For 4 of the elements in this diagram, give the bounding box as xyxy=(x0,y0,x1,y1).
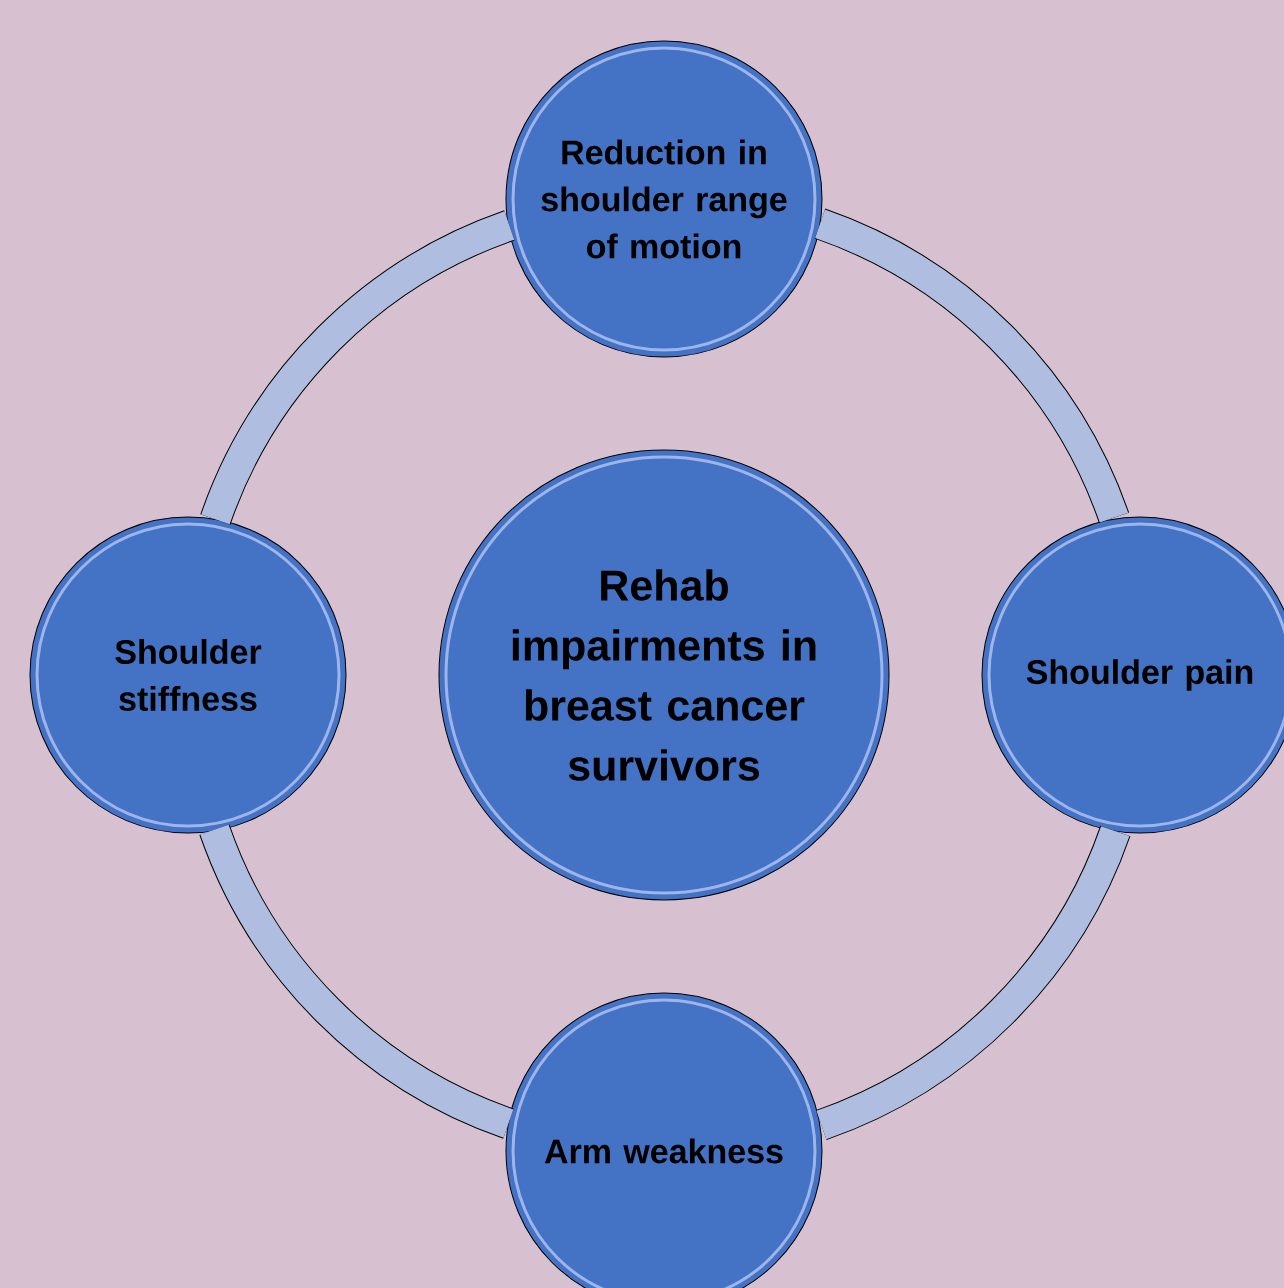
ring-connector xyxy=(815,825,1131,1140)
ring-connector xyxy=(814,208,1129,524)
ring-connector xyxy=(199,823,515,1139)
ring-connector xyxy=(200,210,516,526)
